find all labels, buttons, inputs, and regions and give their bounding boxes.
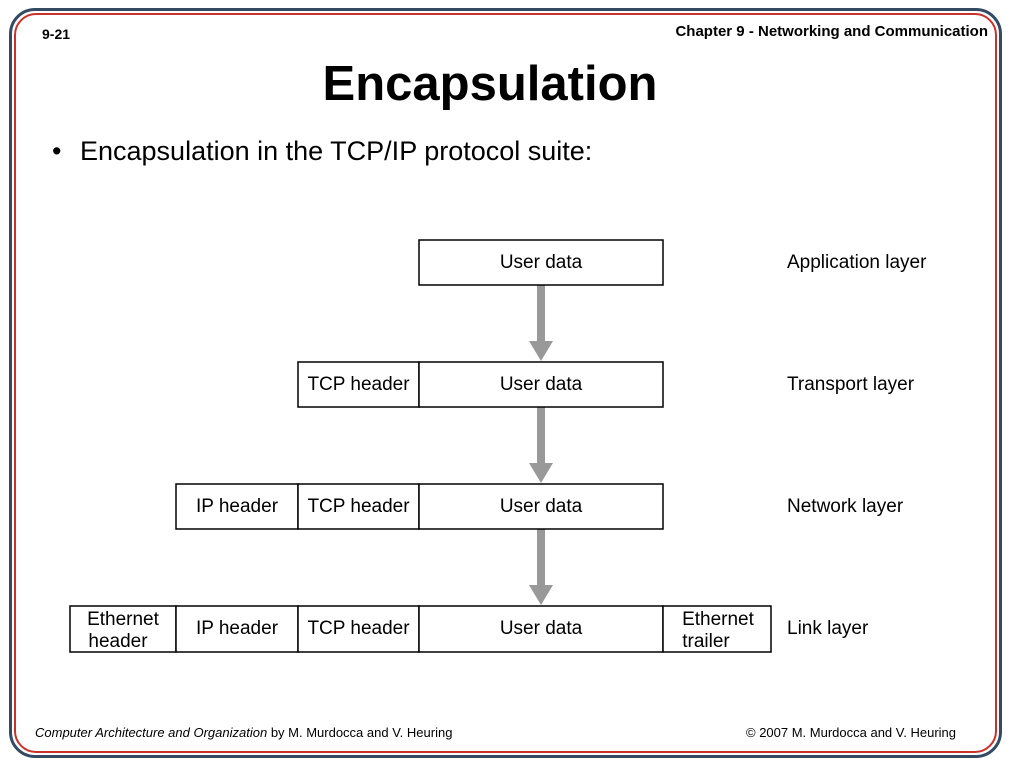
field-user-data: [418, 483, 664, 530]
slide-frame-outer: [9, 8, 1002, 758]
field-label: User data: [500, 252, 583, 273]
packet-application: User data: [418, 239, 664, 286]
field-label: TCP header: [307, 618, 410, 639]
field-user-data: [418, 239, 664, 286]
layer-label-network: Network layer: [787, 496, 904, 517]
field-label-line1: Ethernet: [87, 609, 160, 630]
bullet-icon: •: [52, 136, 62, 166]
field-label-line2: trailer: [682, 631, 730, 652]
packet-transport: TCP header User data: [297, 361, 664, 408]
field-label: IP header: [196, 618, 279, 639]
layer-label-application: Application layer: [787, 252, 927, 273]
field-ethernet-header: [69, 605, 177, 653]
footer-citation: Computer Architecture and Organization b…: [35, 725, 452, 740]
field-user-data: [418, 605, 664, 653]
slide-number: 9-21: [42, 26, 71, 42]
field-label: User data: [500, 374, 583, 395]
field-tcp-header: [297, 483, 420, 530]
field-label-line2: header: [88, 631, 148, 652]
field-label: User data: [500, 618, 583, 639]
footer-copyright: © 2007 M. Murdocca and V. Heuring: [746, 725, 956, 740]
bullet-item: • Encapsulation in the TCP/IP protocol s…: [52, 136, 593, 167]
arrow-transport-to-network: [529, 407, 553, 483]
field-user-data: [418, 361, 664, 408]
field-label: IP header: [196, 496, 279, 517]
field-ethernet-trailer: [662, 605, 772, 653]
slide-title: Encapsulation: [322, 57, 658, 111]
footer-authors: by M. Murdocca and V. Heuring: [267, 725, 453, 740]
arrow-application-to-transport: [529, 285, 553, 361]
slide-frame-inner: [14, 13, 997, 753]
field-label: TCP header: [307, 374, 410, 395]
packet-link: Ethernet header IP header TCP header Use…: [69, 605, 772, 653]
field-label: User data: [500, 496, 583, 517]
field-ip-header: [175, 605, 299, 653]
footer-book-title: Computer Architecture and Organization: [35, 725, 268, 740]
arrow-network-to-link: [529, 529, 553, 605]
layer-label-link: Link layer: [787, 618, 869, 639]
packet-network: IP header TCP header User data: [175, 483, 664, 530]
layer-label-transport: Transport layer: [787, 374, 915, 395]
field-label-line1: Ethernet: [682, 609, 755, 630]
bullet-text: Encapsulation in the TCP/IP protocol sui…: [80, 136, 593, 166]
field-label: TCP header: [307, 496, 410, 517]
chapter-title: Chapter 9 - Networking and Communication: [675, 23, 988, 40]
